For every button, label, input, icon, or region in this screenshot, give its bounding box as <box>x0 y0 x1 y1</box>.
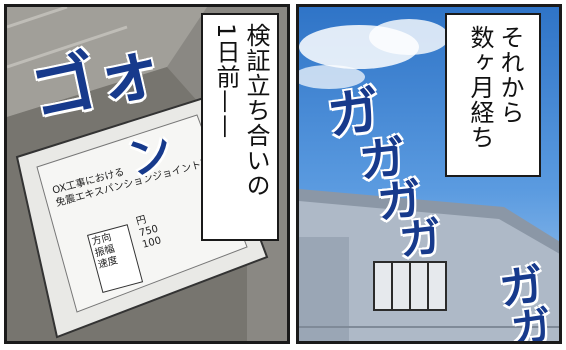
sfx-rattle: ガ <box>508 302 555 344</box>
narration-box-right: それから数ヶ月経ち <box>445 13 541 177</box>
right-panel: それから数ヶ月経ち ガ ガ ガ ガ ガ ガ <box>296 4 562 344</box>
narration-text-right: それから数ヶ月経ち <box>465 25 525 171</box>
narration-line: それから <box>496 25 524 125</box>
building-illustration <box>299 19 559 341</box>
narration-line: 検証立ち合いの <box>242 23 270 198</box>
sfx-rattle: ガ <box>396 211 444 266</box>
left-panel: OX工事における 免震エキスパンションジョイント可動試験 方向 振幅 速度 円 … <box>4 4 290 344</box>
narration-line: 1日前—— <box>212 23 240 140</box>
panel-gutter <box>290 0 296 350</box>
narration-line: 数ヶ月経ち <box>466 25 494 150</box>
